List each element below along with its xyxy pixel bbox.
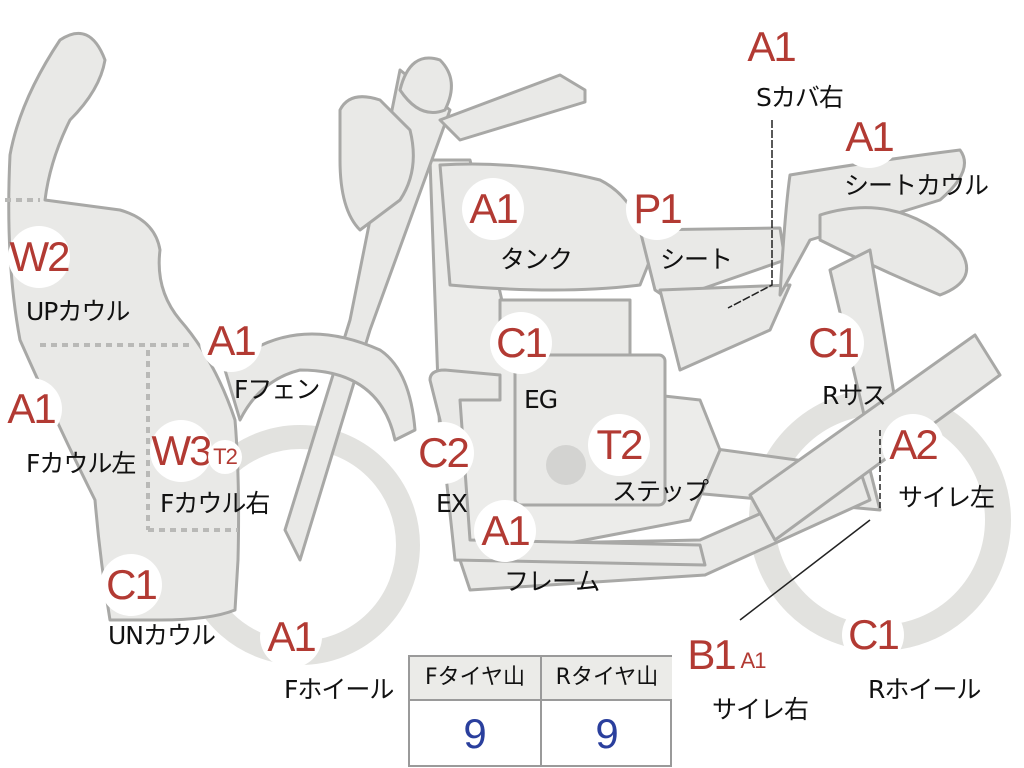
grade-badge-side-cover-right: B1 — [680, 624, 742, 686]
label-front-cowl-right: Fカウル右 — [160, 489, 270, 518]
grade-badge-front-cowl-right: W3 — [150, 420, 213, 482]
grade-badge-side-cover-left: A2 — [882, 414, 944, 476]
silencer-shape — [748, 333, 1002, 542]
table-divider-vertical — [540, 657, 542, 767]
grade-badge-exhaust: C2 — [412, 422, 474, 484]
grade-badge-engine: C1 — [490, 312, 552, 374]
exhaust-shape — [428, 368, 707, 567]
leader-silencer-right — [739, 519, 871, 621]
headlight-shape — [338, 95, 415, 232]
label-s-cover-right: Sカバ右 — [756, 83, 844, 112]
leader-s-cover — [727, 120, 773, 309]
grade-badge-s-cover-right: A1 — [740, 16, 802, 78]
grade-badge-under-cowl: C1 — [100, 554, 162, 616]
label-rear-wheel: Rホイール — [868, 675, 981, 704]
front-tire-value: 9 — [463, 710, 487, 757]
label-side-cover-left: サイレ左 — [898, 483, 995, 512]
grade-badge-step: T2 — [588, 414, 650, 476]
grade-badge-frame: A1 — [474, 500, 536, 562]
grade-badge-front-fender: A1 — [200, 310, 262, 372]
tire-tread-table: Fタイヤ山 Rタイヤ山 9 9 — [408, 655, 672, 767]
grade-badge-seat: P1 — [626, 178, 688, 240]
label-seat-cowl: シートカウル — [844, 171, 989, 200]
grade-badge-tank: A1 — [462, 178, 524, 240]
label-up-cowl: UPカウル — [26, 297, 130, 326]
label-exhaust: EX — [436, 489, 468, 518]
label-seat: シート — [660, 245, 733, 274]
label-frame: フレーム — [504, 567, 600, 596]
label-engine: EG — [524, 385, 558, 414]
grade-badge-up-cowl: W2 — [8, 226, 71, 288]
label-front-cowl-left: Fカウル左 — [26, 449, 136, 478]
label-front-wheel: Fホイール — [284, 675, 394, 704]
handlebar-shape — [438, 73, 587, 142]
front-fork-shape — [283, 68, 452, 562]
side-cover-shape — [658, 283, 792, 372]
seat-shape — [638, 226, 787, 302]
label-front-fender: Fフェン — [234, 375, 320, 404]
grade-badge-rear-suspension: C1 — [802, 312, 864, 374]
front-tire-header: Fタイヤ山 — [410, 657, 540, 699]
front-fender-shape — [223, 332, 417, 442]
label-rear-suspension: Rサス — [822, 381, 887, 410]
grade-badge-front-cowl-left: A1 — [0, 378, 62, 440]
rear-tire-value: 9 — [595, 710, 619, 757]
label-side-cover-right: サイレ右 — [712, 695, 809, 724]
label-step: ステップ — [612, 477, 709, 506]
grade-badge-rear-wheel: C1 — [842, 604, 904, 666]
label-under-cowl: UNカウル — [108, 621, 216, 650]
mirror-shape — [398, 56, 453, 114]
rear-tire-header: Rタイヤ山 — [542, 657, 672, 699]
engine-cover-shape — [546, 445, 586, 485]
grade-badge-seat-cowl: A1 — [838, 106, 900, 168]
grade-badge-side-cover-right-extra: A1 — [736, 644, 770, 678]
grade-badge-front-cowl-right-extra: T2 — [208, 440, 242, 474]
grade-badge-front-wheel: A1 — [260, 606, 322, 668]
label-tank: タンク — [500, 245, 573, 274]
